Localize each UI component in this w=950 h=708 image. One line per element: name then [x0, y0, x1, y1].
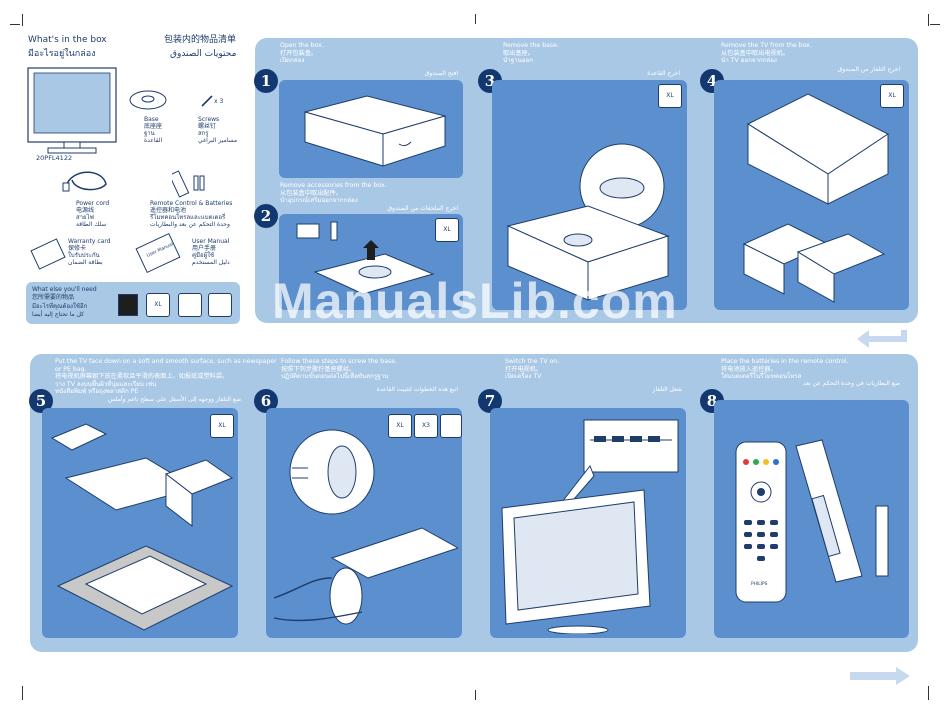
two-person-icon: XL	[146, 293, 170, 317]
step8-title: Place the batteries in the remote contro…	[721, 358, 849, 381]
step6-illustration: XL X3	[266, 408, 462, 638]
need-label: What else you'll need 您所需要的物品 มีอะไรที่ค…	[32, 286, 97, 319]
step4-arabic: اخرج التلفاز من الصندوق	[837, 66, 900, 73]
step7-arabic: شغل التلفاز	[652, 386, 682, 393]
base-label: Base 底座座 ฐาน القاعدة	[144, 116, 163, 144]
step7-illustration	[490, 408, 686, 638]
xl-label: XL	[443, 226, 451, 233]
screw-icon	[201, 95, 213, 107]
screws-count: x 3	[214, 98, 224, 105]
tv-illustration	[27, 67, 117, 154]
remove-base-drawing	[506, 143, 670, 301]
step7-title: Switch the TV on. 打开电视机。 เปิดเครื่อง TV	[505, 358, 560, 381]
base-icon	[129, 90, 167, 110]
step1-arabic: افتح الصندوق	[424, 70, 458, 77]
ac-outlet-icon	[118, 294, 138, 316]
crop-mark	[22, 14, 23, 26]
next-page-arrow-icon	[850, 667, 910, 685]
step8-arabic: ضع البطاريات في وحدة التحكم عن بعد	[803, 380, 900, 387]
crop-mark	[22, 686, 23, 700]
user-manual-icon	[135, 232, 181, 274]
manual-label: User Manual 用户手册 คู่มือผู้ใช้ دليل المست…	[192, 238, 230, 266]
step2-arabic: اخرج الملحقات من الصندوق	[387, 205, 458, 212]
remote-brand-label: PHILIPS	[751, 582, 768, 587]
screwdriver-icon	[440, 414, 462, 438]
xl-label: XL	[218, 422, 226, 429]
tv-model-label: 20PFL4122	[36, 154, 73, 162]
step4-title: Remove the TV from the box. 从包装盒中取出电视机。 …	[721, 42, 812, 65]
two-person-icon: XL	[210, 414, 234, 438]
box-title-en: What's in the box	[28, 35, 107, 45]
crop-mark	[475, 690, 476, 700]
power-cord-icon	[62, 171, 107, 192]
step5-title: Put the TV face down on a soft and smoot…	[55, 358, 277, 396]
open-box-drawing	[303, 95, 447, 167]
step3-title: Remove the base. 取出基座。 นำฐานออก	[503, 42, 559, 65]
screwdriver-icon	[208, 293, 232, 317]
box-title-zh: 包装内的物品清单	[164, 35, 237, 45]
step5-illustration: XL	[42, 408, 238, 638]
remove-tv-drawing	[742, 93, 889, 303]
step1-title: Open the box. 打开包装盒。 เปิดกล่อง	[280, 42, 324, 65]
crop-mark	[928, 686, 929, 700]
two-person-icon: XL	[658, 84, 682, 108]
warranty-card-icon	[30, 238, 66, 270]
warranty-label: Warranty card 保修卡 ใบรับประกัน بطاقة الضم…	[68, 238, 111, 266]
step2-illustration: XL	[279, 214, 463, 310]
switch-on-drawing	[501, 419, 679, 634]
xl-label: XL	[666, 92, 674, 99]
step8-illustration: PHILIPS	[714, 400, 909, 638]
step3-illustration: XL	[492, 80, 687, 310]
step6-arabic: اتبع هذه الخطوات لتثبيت القاعدة	[376, 386, 458, 393]
x3-label: X3	[422, 422, 430, 429]
step4-illustration: XL	[714, 80, 909, 310]
crop-mark	[928, 14, 929, 26]
screw-base-drawing	[273, 429, 458, 625]
screws-label: Screws 螺丝钉 สกรู مسامير البراغي	[198, 116, 238, 144]
step6-title: Follow these steps to screw the base. 按照…	[281, 358, 397, 381]
remote-label: Remote Control & Batteries 遥控器和电池 รีโมทค…	[150, 200, 233, 228]
remote-batteries-drawing	[735, 439, 889, 603]
tv-face-down-drawing	[50, 423, 234, 631]
crop-mark	[930, 24, 940, 25]
screw-count-icon: X3	[414, 414, 438, 438]
xl-label: XL	[888, 92, 896, 99]
crop-mark	[475, 14, 476, 24]
two-person-icon: XL	[880, 84, 904, 108]
step1-illustration	[279, 80, 463, 178]
box-title-ar: محتويات الصندوق	[170, 49, 237, 59]
step2-title: Remove accessories from the box. 从包装盒中取出…	[280, 182, 387, 205]
xl-label: XL	[396, 422, 404, 429]
xl-label: XL	[154, 301, 162, 308]
step5-arabic: ضع التلفاز ووجهه إلى الأسفل على سطح ناعم…	[108, 396, 242, 403]
two-person-icon: XL	[435, 218, 459, 242]
power-cord-label: Power cord 电源线 สายไฟ سلك الطاقة	[76, 200, 110, 228]
step3-arabic: اخرج القاعدة	[647, 70, 680, 77]
box-title-th: มีอะไรอยู่ในกล่อง	[28, 49, 96, 59]
step1-number: 1	[254, 69, 278, 93]
remote-batteries-icon	[172, 170, 205, 198]
step2-number: 2	[254, 204, 278, 228]
turn-page-arrow-icon	[857, 330, 907, 348]
scissors-icon	[178, 293, 202, 317]
manualslib-watermark: ManualsLib.com	[272, 273, 678, 329]
crop-mark	[10, 24, 20, 25]
two-person-icon: XL	[388, 414, 412, 438]
accessories-drawing	[296, 221, 435, 295]
